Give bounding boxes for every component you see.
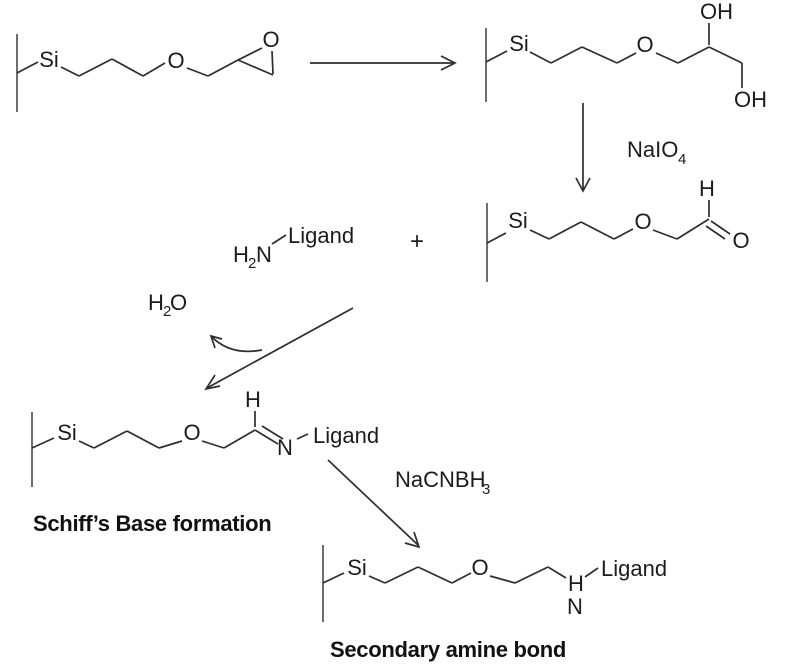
schiff-base-caption: Schiff’s Base formation [33,511,271,536]
h2n-subscript: 2 [248,255,256,272]
structure-aldehyde: Si O H O [486,176,750,282]
naio4-label: NaIO [627,137,678,162]
h2n-n: N [256,242,272,267]
o-label: O [634,209,651,234]
reaction-arrow-condensation [204,307,354,391]
water-byproduct: H 2 O [148,290,263,353]
h2o-h: H [148,290,164,315]
epoxide-o-label: O [262,27,279,52]
structure-secondary-amine: Si O H N Ligand Secondary amine bond [322,545,667,662]
si-label: Si [57,420,77,445]
aldehyde-h-label: H [699,176,715,201]
structure-schiff-base: Si O H N Ligand Schiff’s Base formation [31,387,379,536]
naio4-subscript: 4 [678,151,686,168]
si-label: Si [347,555,367,580]
structure-diol: Si O OH OH [485,0,767,112]
ligand-label: Ligand [313,423,379,448]
reaction-arrow-hydrolysis [310,55,457,71]
secondary-amine-caption: Secondary amine bond [330,637,566,662]
o-label: O [636,32,653,57]
imine-n-label: N [277,435,293,460]
oh-top-label: OH [700,0,733,24]
structure-epoxide: Si O O [16,27,280,112]
o-label: O [167,48,184,73]
ligand-label: Ligand [601,556,667,581]
amine-n-label: N [567,594,583,619]
o-label: O [183,420,200,445]
h2o-o: O [170,290,187,315]
reaction-arrow-oxidation: NaIO 4 [575,103,686,193]
h2o-subscript: 2 [163,303,171,320]
reaction-arrow-reduction: NaCNBH 3 [327,459,490,549]
amine-h-label: H [568,571,584,596]
oh-bottom-label: OH [734,87,767,112]
o-label: O [471,555,488,580]
carbonyl-o-label: O [732,228,749,253]
h2n-h: H [233,242,249,267]
amine-ligand-reagent: H 2 N Ligand + [233,223,424,272]
si-label: Si [508,208,528,233]
curved-arrow-water [210,335,263,353]
imine-h-label: H [245,387,261,412]
plus-sign: + [410,228,424,255]
si-label: Si [509,31,529,56]
si-label: Si [39,47,59,72]
nacnbh3-label: NaCNBH [395,467,485,492]
ligand-label: Ligand [288,223,354,248]
nacnbh3-subscript: 3 [482,481,490,498]
